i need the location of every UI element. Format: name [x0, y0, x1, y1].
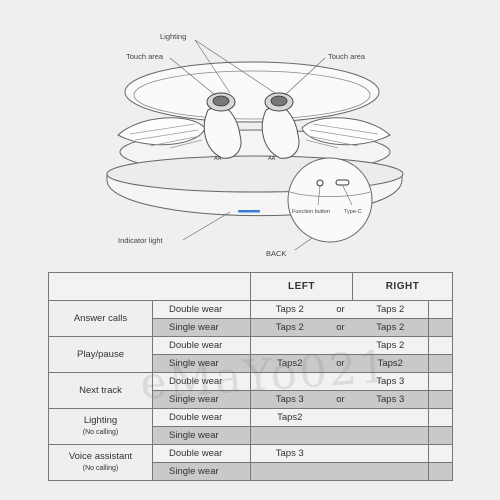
function-cell: Play/pause [48, 336, 153, 373]
back-zoom-circle [287, 157, 373, 243]
function-label: Answer calls [73, 312, 128, 324]
or-cell: or [328, 390, 353, 409]
right-ear-hook [301, 117, 391, 149]
right-pad-cell [428, 336, 454, 355]
or-cell [328, 408, 353, 427]
function-button-label: Function button [292, 209, 330, 215]
function-label: Next track [79, 384, 122, 396]
left-earbud: AA [203, 92, 242, 162]
function-label: Voice assistant [68, 450, 133, 462]
mode-cell: Single wear [152, 318, 251, 337]
left-value-cell [250, 372, 329, 391]
right-value-cell: Taps 2 [352, 336, 429, 355]
type-c-label: Type-C [344, 209, 362, 215]
right-pad-cell [428, 390, 454, 409]
left-earbud-mark: AA [214, 156, 222, 162]
function-cell: Voice assistant (No calling) [48, 444, 153, 481]
mode-cell: Double wear [152, 372, 251, 391]
mode-cell: Single wear [152, 462, 251, 481]
left-value-cell: Taps 3 [250, 444, 329, 463]
indicator-light-callout: Indicator light [118, 236, 164, 245]
lighting-callout: Lighting [160, 32, 186, 41]
right-value-cell [352, 426, 429, 445]
function-cell: Next track [48, 372, 153, 409]
function-note: (No calling) [82, 464, 119, 472]
earbuds-case-illustration: AA AA Function button Type-C Lighting To… [106, 32, 404, 258]
or-cell [328, 372, 353, 391]
right-pad-cell [428, 318, 454, 337]
function-label: Lighting [83, 414, 118, 426]
header-blank [48, 272, 251, 301]
left-value-cell: Taps2 [250, 408, 329, 427]
right-value-cell [352, 444, 429, 463]
mode-cell: Double wear [152, 444, 251, 463]
left-value-cell: Taps 2 [250, 318, 329, 337]
case-lid [124, 61, 380, 123]
right-pad-cell [428, 426, 454, 445]
right-value-cell: Taps 2 [352, 318, 429, 337]
or-cell: or [328, 300, 353, 319]
function-label: Play/pause [76, 348, 124, 360]
right-pad-cell [428, 444, 454, 463]
function-cell: Lighting (No calling) [48, 408, 153, 445]
table-header-row: LEFT RIGHT [48, 272, 454, 301]
back-callout: BACK [266, 249, 286, 258]
right-value-cell: Taps 3 [352, 372, 429, 391]
right-value-cell [352, 408, 429, 427]
right-pad-cell [428, 372, 454, 391]
left-value-cell: Taps 2 [250, 300, 329, 319]
function-cell: Answer calls [48, 300, 153, 337]
right-earbud-mark: AA [268, 156, 276, 162]
right-value-cell: Taps 2 [352, 300, 429, 319]
touch-area-right-callout: Touch area [328, 52, 366, 61]
touch-area-left-callout: Touch area [126, 52, 164, 61]
header-left: LEFT [250, 272, 353, 301]
mode-cell: Single wear [152, 390, 251, 409]
or-cell [328, 444, 353, 463]
or-cell [328, 462, 353, 481]
right-value-cell [352, 462, 429, 481]
case-lid-inner [133, 70, 371, 120]
left-ear-hook [117, 117, 206, 149]
or-cell [328, 426, 353, 445]
left-value-cell: Taps 3 [250, 390, 329, 409]
left-value-cell [250, 462, 329, 481]
left-value-cell [250, 336, 329, 355]
function-note: (No calling) [82, 428, 119, 436]
function-button-icon [316, 179, 324, 187]
indicator-light [238, 210, 260, 213]
mode-cell: Single wear [152, 426, 251, 445]
header-right: RIGHT [351, 272, 454, 301]
mode-cell: Double wear [152, 300, 251, 319]
right-value-cell: Taps2 [352, 354, 429, 373]
table-row: Single wear [49, 462, 454, 481]
right-pad-cell [428, 354, 454, 373]
right-pad-cell [428, 300, 454, 319]
mode-cell: Double wear [152, 408, 251, 427]
left-value-cell [250, 426, 329, 445]
right-pad-cell [428, 462, 454, 481]
or-cell: or [328, 318, 353, 337]
type-c-port-icon [335, 179, 350, 186]
right-value-cell: Taps 3 [352, 390, 429, 409]
right-pad-cell [428, 408, 454, 427]
right-earbud: AA [261, 92, 300, 162]
